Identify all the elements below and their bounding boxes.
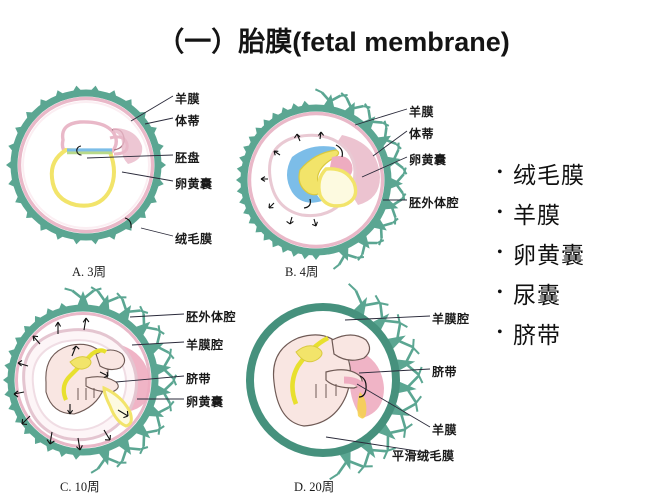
figure-a-3weeks xyxy=(0,80,180,260)
figure-c-drawing xyxy=(3,286,178,474)
stalk-marker-b xyxy=(335,144,343,158)
bullet-dot-icon: • xyxy=(497,283,503,301)
bullet-label: 绒毛膜 xyxy=(513,162,585,188)
label-c-umbilical-cord: 脐带 xyxy=(186,372,212,386)
label-b-body-stalk: 体蒂 xyxy=(409,127,435,141)
bullet-item-umbilical-cord: • 脐带 xyxy=(497,320,662,348)
fetus-c xyxy=(45,343,109,415)
yolk-sac-a xyxy=(49,147,116,208)
bullet-dot-icon: • xyxy=(497,243,503,261)
bullet-item-amnion: • 羊膜 xyxy=(497,200,662,228)
fetus-fingers-d xyxy=(315,384,337,398)
label-c-yolk-sac: 卵黄囊 xyxy=(186,395,224,409)
chorion-marker-a xyxy=(124,217,132,229)
bullet-label: 尿囊 xyxy=(513,282,561,308)
caption-d: D. 20周 xyxy=(294,480,335,494)
disc-marker-a xyxy=(76,145,82,156)
label-d-umbilical-cord: 脐带 xyxy=(432,365,458,379)
yolk-sac-c xyxy=(102,385,133,428)
amniotic-cavity-a xyxy=(60,120,118,154)
growth-arrows-b xyxy=(260,131,325,227)
growth-arrows-c xyxy=(13,317,129,451)
label-d-amniotic-cavity: 羊膜腔 xyxy=(432,312,470,326)
title-en: (fetal membrane) xyxy=(292,27,510,57)
label-a-body-stalk: 体蒂 xyxy=(175,114,201,128)
bullet-item-yolk-sac: • 卵黄囊 xyxy=(497,240,662,268)
bullet-item-chorion: • 绒毛膜 xyxy=(497,160,662,188)
bullet-dot-icon: • xyxy=(497,163,503,181)
fetus-fingers-c xyxy=(77,388,95,400)
bullet-list: • 绒毛膜 • 羊膜 • 卵黄囊 • 尿囊 • 脐带 xyxy=(497,160,662,360)
label-c-amniotic-cavity: 羊膜腔 xyxy=(186,338,224,352)
caption-c: C. 10周 xyxy=(60,480,100,494)
label-b-yolk-sac: 卵黄囊 xyxy=(409,153,447,167)
bullet-item-allantois: • 尿囊 xyxy=(497,280,662,308)
bullet-label: 羊膜 xyxy=(513,202,561,228)
fetus-head-d xyxy=(331,334,371,361)
label-b-coelom: 胚外体腔 xyxy=(409,196,460,210)
bullet-label: 卵黄囊 xyxy=(513,242,585,268)
figure-a-drawing xyxy=(6,85,166,245)
yolk-sac-b xyxy=(317,167,358,208)
figure-b-4weeks xyxy=(230,88,415,280)
caption-b: B. 4周 xyxy=(285,265,319,279)
figure-b-drawing xyxy=(236,88,408,270)
amnion-marker-b xyxy=(303,198,311,209)
figure-c-10weeks xyxy=(0,286,185,486)
bullet-label: 脐带 xyxy=(513,322,561,348)
page-title: （一）胎膜(fetal membrane) xyxy=(0,20,667,59)
inner-pink-ring-b xyxy=(247,111,385,249)
title-cn: （一）胎膜 xyxy=(157,27,293,57)
embryo-b xyxy=(298,149,340,196)
label-a-amnion: 羊膜 xyxy=(175,92,201,106)
label-d-amnion: 羊膜 xyxy=(432,423,458,437)
cord-coil-c xyxy=(69,356,92,370)
bullet-dot-icon: • xyxy=(497,323,503,341)
caption-a: A. 3周 xyxy=(72,265,107,279)
label-a-chorion: 绒毛膜 xyxy=(175,232,213,246)
umbilical-cord-d xyxy=(290,335,330,405)
bullet-dot-icon: • xyxy=(497,203,503,221)
label-c-coelom: 胚外体腔 xyxy=(186,310,237,324)
cord-coil-d xyxy=(295,345,323,363)
fetus-head-c xyxy=(95,349,126,371)
label-b-amnion: 羊膜 xyxy=(409,105,435,119)
label-a-embryonic-disc: 胚盘 xyxy=(175,151,201,165)
inner-pink-ring-a xyxy=(17,96,155,234)
label-d-smooth-chorion: 平滑绒毛膜 xyxy=(392,449,455,463)
label-a-yolk-sac: 卵黄囊 xyxy=(175,177,213,191)
